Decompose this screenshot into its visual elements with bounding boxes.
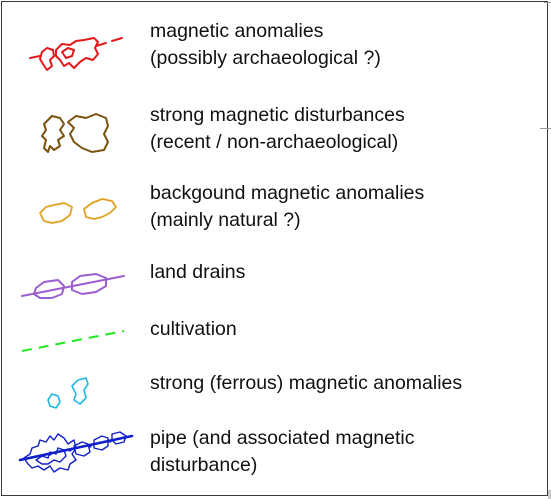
frame-tick-middle [540,128,551,129]
legend-item-magnetic-anomalies: magnetic anomalies (possibly archaeologi… [0,12,549,82]
purple-drain-icon [14,266,134,306]
legend-label: backgound magnetic anomalies (mainly nat… [150,180,424,234]
brown-outline-icon [14,106,134,156]
legend-label-line-2: (possibly archaeological ?) [150,47,381,69]
legend-label: pipe (and associated magnetic disturbanc… [150,425,415,479]
legend-item-cultivation: cultivation [0,315,549,361]
legend-item-land-drains: land drains [0,260,549,306]
legend-item-pipe: pipe (and associated magnetic disturbanc… [0,422,549,492]
blue-pipe-icon [14,426,134,476]
frame-tick-top [544,2,551,3]
legend-label-line-2: (mainly natural ?) [150,209,301,231]
legend-label: cultivation [150,316,237,343]
legend-item-strong-magnetic-disturbances: strong magnetic disturbances (recent / n… [0,94,549,164]
legend-label-line-1: pipe (and associated magnetic [150,427,415,449]
orange-outline-icon [14,191,134,231]
frame-tick-bottom [548,490,551,499]
legend-label-line-1: strong magnetic disturbances [150,104,405,126]
legend-label: strong (ferrous) magnetic anomalies [150,370,462,397]
legend-label-line-1: cultivation [150,318,237,340]
green-dashed-line-icon [14,321,134,361]
legend-label: magnetic anomalies (possibly archaeologi… [150,18,381,72]
legend-item-strong-ferrous-anomalies: strong (ferrous) magnetic anomalies [0,370,549,416]
legend-label: strong magnetic disturbances (recent / n… [150,102,405,156]
legend-item-background-magnetic-anomalies: backgound magnetic anomalies (mainly nat… [0,177,549,247]
legend-label-line-2: (recent / non-archaeological) [150,131,399,153]
cyan-outline-icon [14,372,134,412]
legend-label-line-2: disturbance) [150,454,258,476]
legend-label-line-1: strong (ferrous) magnetic anomalies [150,372,463,394]
red-dashed-outline-icon [14,28,134,78]
legend-label: land drains [150,259,245,286]
legend-label-line-1: magnetic anomalies [150,20,324,42]
legend-label-line-1: backgound magnetic anomalies [150,182,425,204]
legend-label-line-1: land drains [150,261,246,283]
